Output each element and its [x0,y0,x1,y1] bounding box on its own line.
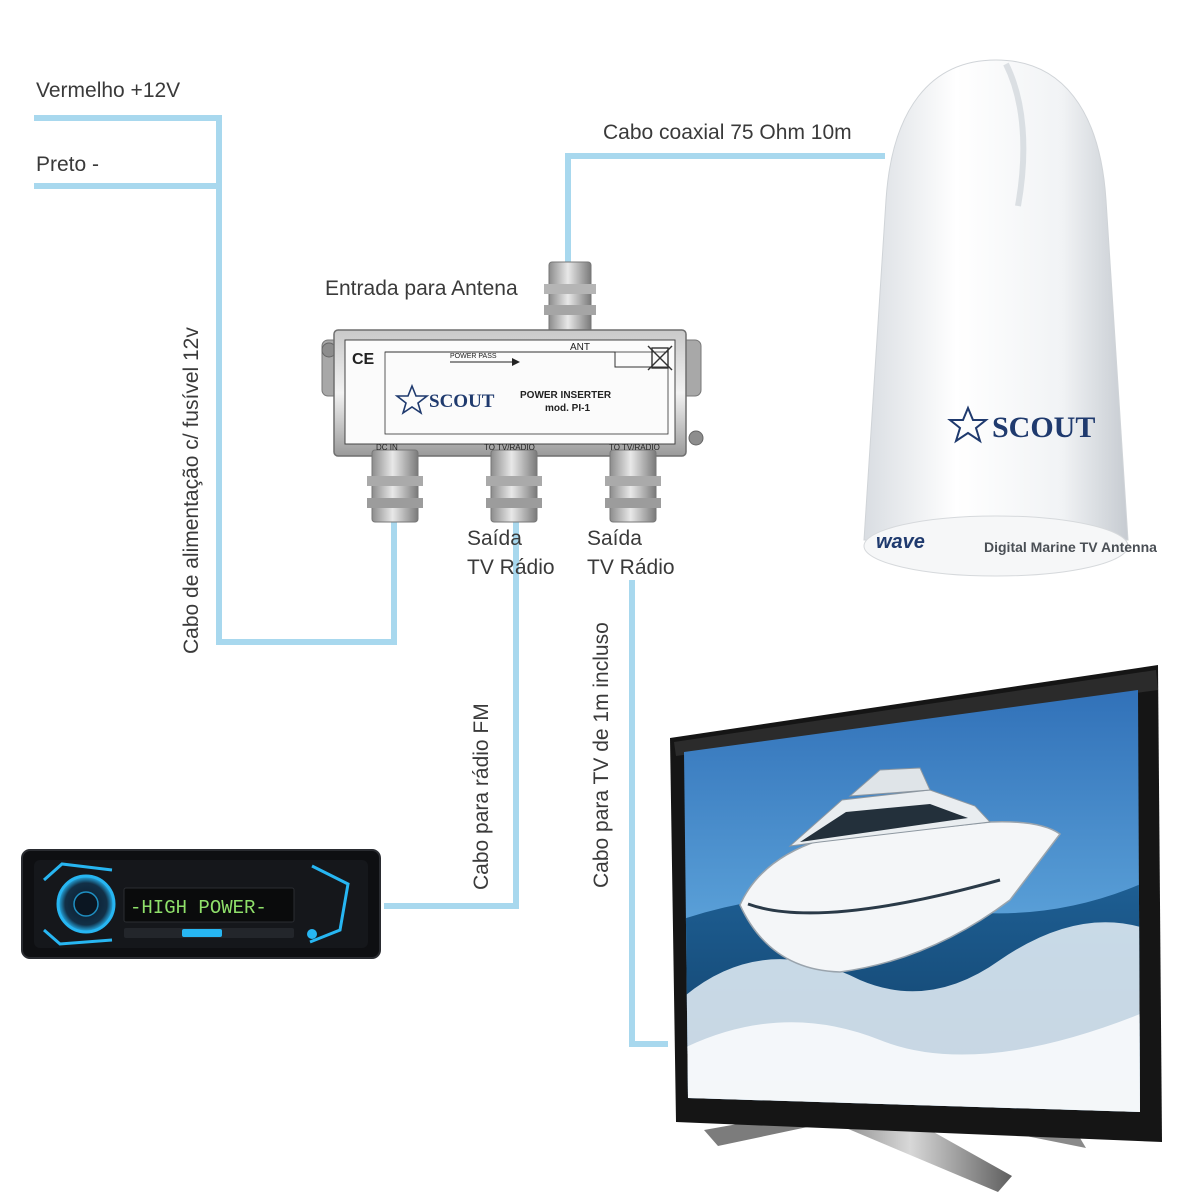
television [670,665,1162,1192]
weee-bin-icon [647,345,673,371]
radio-display-text: -HIGH POWER- [130,897,267,919]
label-black-wire: Preto - [36,153,100,176]
tv-radio-connector-2 [605,449,661,523]
to-tv-radio-text-1: TO TV/RADIO [484,443,535,452]
antenna-dome: SCOUT wave Digital Marine TV Antenna [863,59,1157,577]
label-fm-cable: Cabo para rádio FM [470,703,493,890]
yacht-image [739,767,1062,973]
wire-tv [629,580,668,1047]
inserter-title: POWER INSERTER [520,390,612,401]
antenna-brand: SCOUT [992,411,1095,444]
dc-in-text: DC IN [376,443,398,452]
wire-red-12v [34,115,397,645]
power-inserter: CE POWER PASS ANT SCOUT POWER INSERTER m… [321,261,704,523]
to-tv-radio-text-2: TO TV/RADIO [609,443,660,452]
scout-star-logo-icon [394,383,430,415]
label-red-wire: Vermelho +12V [36,79,181,102]
label-tv-cable: Cabo para TV de 1m incluso [590,622,613,888]
antenna-scout-star-icon [947,405,989,444]
tv-screen [684,690,1140,1112]
label-output-1: Saída TV Rádio [467,526,555,580]
label-coax-cable: Cabo coaxial 75 Ohm 10m [603,121,852,144]
antenna-product: Digital Marine TV Antenna [984,539,1157,555]
wire-coax-antenna [565,153,885,270]
radio-display [123,887,295,923]
car-radio: -HIGH POWER- [21,849,381,959]
label-output-1-line2: TV Rádio [467,556,555,580]
ce-mark: CE [352,351,375,368]
tv-radio-connector-1 [486,449,542,523]
label-output-2: Saída TV Rádio [587,526,675,580]
power-pass-text: POWER PASS [450,353,497,360]
wire-fm-radio [384,520,519,909]
ant-port-text: ANT [570,342,590,353]
ant-connector [548,261,592,335]
label-output-2-line2: TV Rádio [587,556,675,580]
antenna-series: wave [876,531,925,553]
label-output-1-line1: Saída [467,527,522,550]
inserter-brand: SCOUT [429,391,495,412]
inserter-model: mod. PI-1 [545,403,590,414]
label-power-cable: Cabo de alimentação c/ fusível 12v [180,327,203,654]
label-output-2-line1: Saída [587,527,642,550]
dc-in-connector [367,449,423,523]
label-antenna-input: Entrada para Antena [325,277,518,300]
